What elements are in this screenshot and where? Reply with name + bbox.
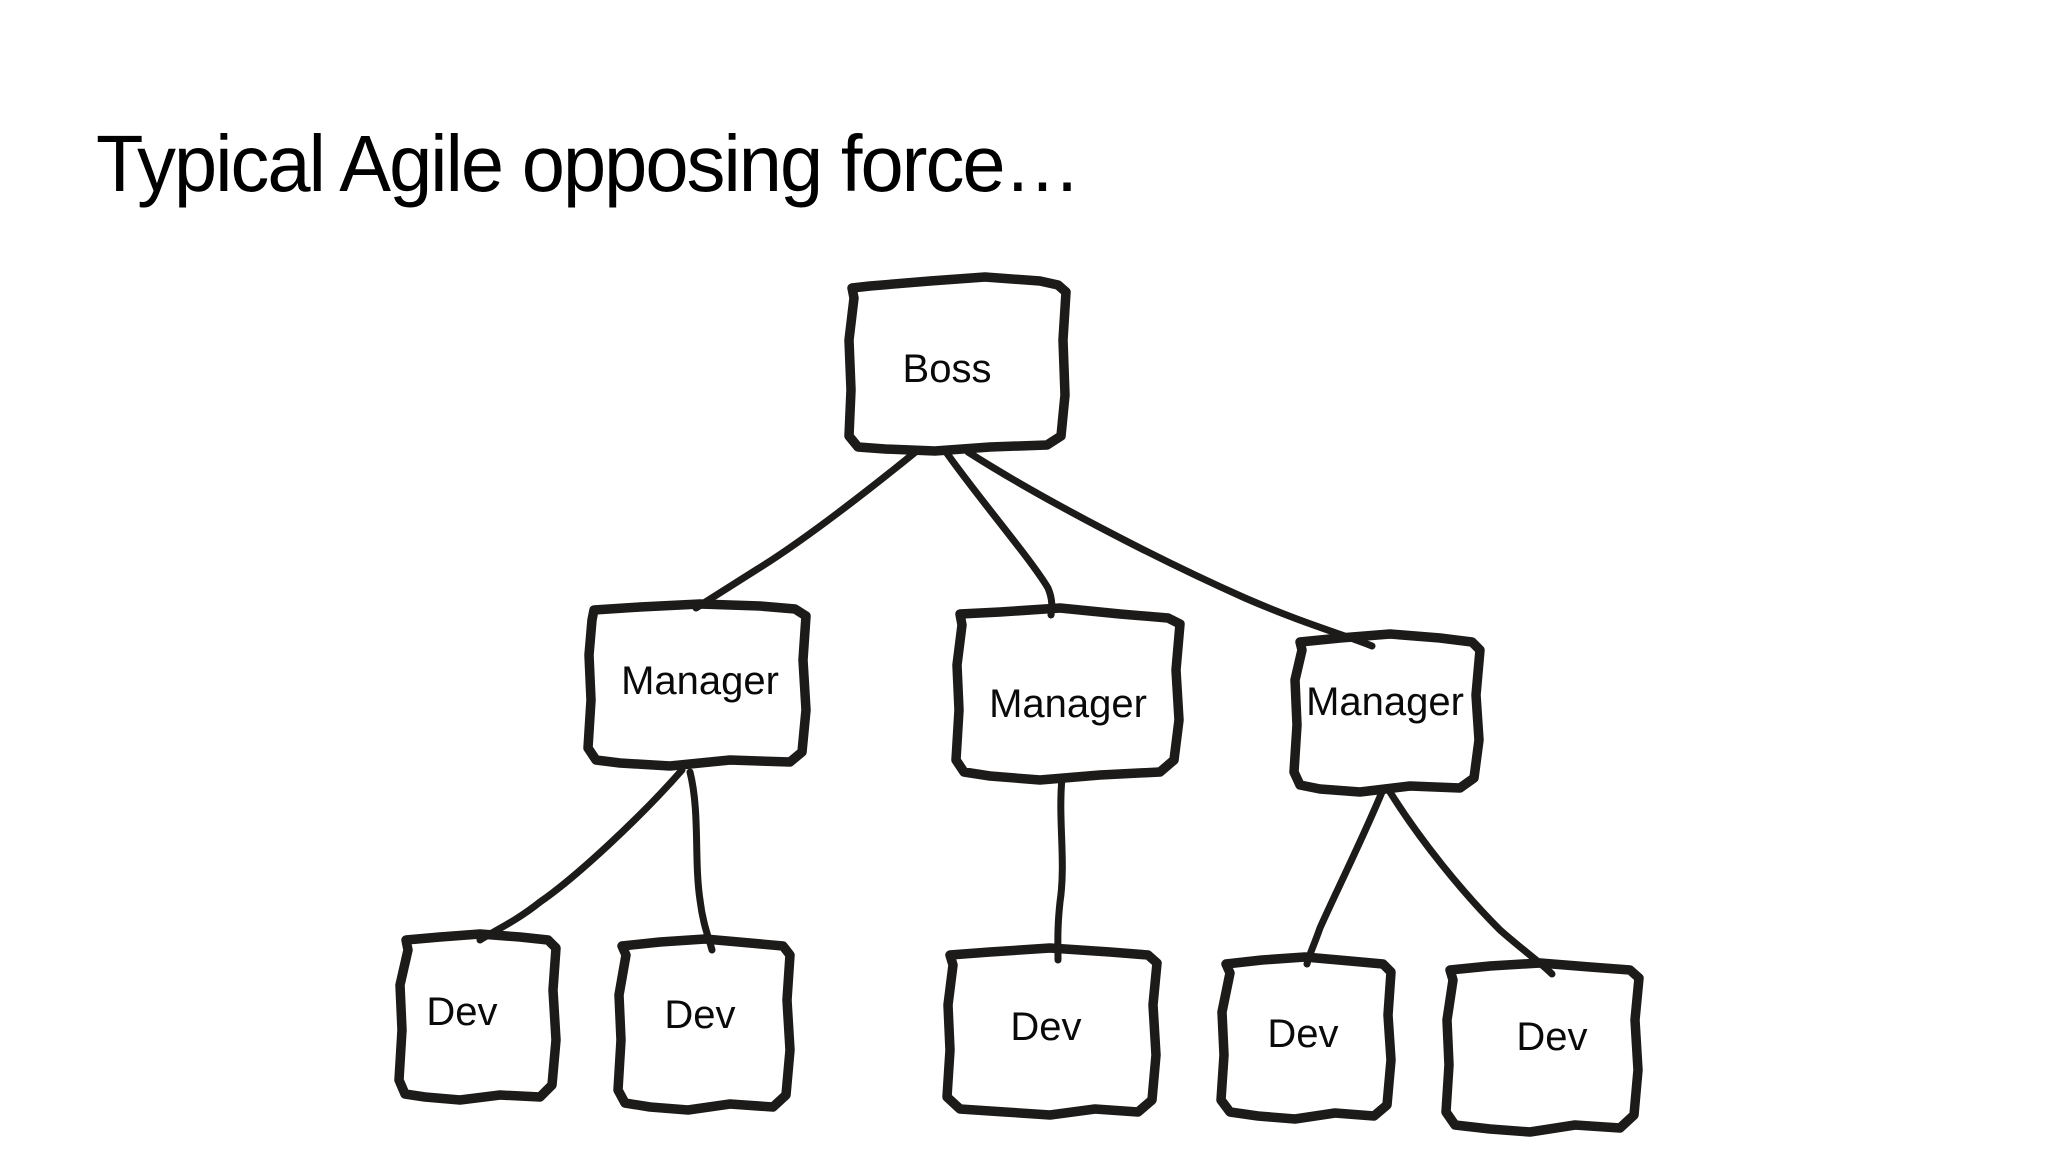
- edge-boss-manager-2: [942, 448, 1056, 619]
- dev-2-box: [613, 934, 795, 1115]
- edge-manager-1-dev-1: [476, 766, 686, 944]
- node-dev-5: Dev: [1441, 958, 1644, 1137]
- edge-manager-3-dev-4: [1303, 788, 1386, 968]
- dev-4-box: [1216, 952, 1396, 1124]
- dev-2-label: Dev: [664, 993, 735, 1037]
- dev-3-label: Dev: [1010, 1005, 1081, 1049]
- node-manager-1: Manager: [583, 599, 811, 771]
- node-boss: Boss: [844, 272, 1071, 456]
- dev-3-box: [942, 943, 1162, 1120]
- manager-2-label: Manager: [989, 682, 1147, 726]
- dev-1-label: Dev: [426, 990, 497, 1034]
- dev-4-label: Dev: [1267, 1012, 1338, 1056]
- slide-title: Typical Agile opposing force…: [96, 119, 1081, 208]
- manager-2-box: [951, 603, 1185, 785]
- node-manager-2: Manager: [951, 603, 1185, 785]
- edge-manager-1-dev-2: [686, 768, 716, 954]
- edge-boss-manager-3: [964, 448, 1376, 650]
- boss-label: Boss: [903, 347, 992, 391]
- dev-5-label: Dev: [1516, 1015, 1587, 1059]
- manager-3-box: [1289, 629, 1485, 797]
- node-dev-2: Dev: [613, 934, 795, 1115]
- boss-box: [844, 272, 1071, 456]
- node-dev-1: Dev: [394, 929, 561, 1105]
- manager-3-label: Manager: [1306, 680, 1464, 724]
- node-dev-4: Dev: [1216, 952, 1396, 1124]
- node-manager-3: Manager: [1289, 629, 1485, 797]
- node-dev-3: Dev: [942, 943, 1162, 1120]
- edge-manager-3-dev-5: [1386, 788, 1556, 978]
- dev-1-box: [394, 929, 561, 1105]
- manager-1-label: Manager: [621, 659, 779, 703]
- edge-boss-manager-1: [692, 446, 922, 612]
- edge-manager-2-dev-3: [1054, 774, 1066, 964]
